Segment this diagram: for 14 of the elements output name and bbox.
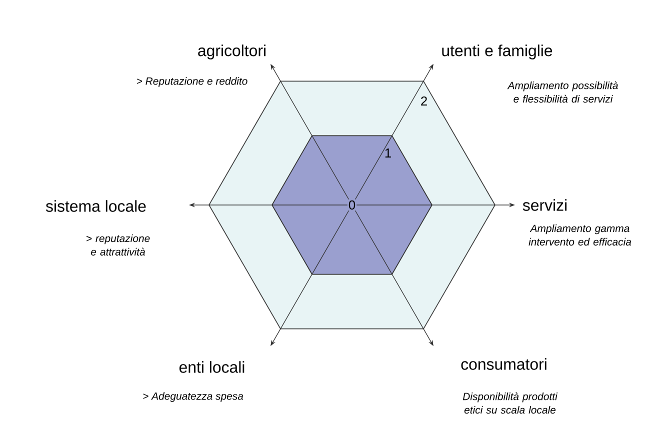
- description-text: > Adeguatezza spesa: [143, 392, 244, 402]
- axis-label: servizi: [522, 199, 566, 211]
- description-text: Ampliamento possibilità e flessibilità di servizi: [507, 81, 618, 103]
- tick-label: 1: [385, 148, 391, 158]
- tick-label: 2: [421, 96, 427, 106]
- description-text: > Reputazione e reddito: [137, 77, 248, 87]
- description-text: Disponibilità prodotti etici su scala locale: [462, 392, 558, 414]
- description-text: > reputazione e attrattività: [86, 234, 150, 256]
- axis-label: consumatori: [461, 358, 546, 370]
- axis-label: enti locali: [179, 361, 244, 373]
- description-text: Ampliamento gamma intervento ed efficacia: [528, 224, 632, 246]
- axis-label: utenti e famiglie: [442, 44, 552, 60]
- axis-label: sistema locale: [46, 200, 146, 212]
- axis-label: agricoltori: [198, 44, 266, 60]
